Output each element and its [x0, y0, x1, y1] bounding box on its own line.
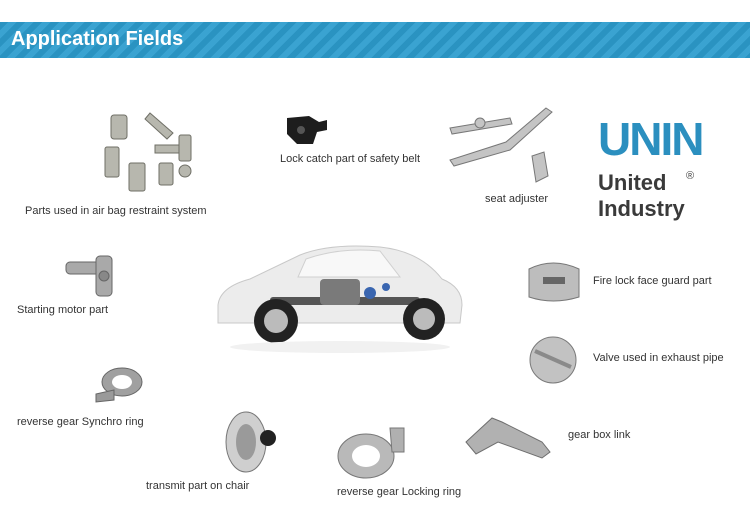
header-banner: Application Fields [0, 22, 750, 58]
transmit-part-label: transmit part on chair [146, 480, 250, 492]
brand-name-line1: United [598, 170, 667, 195]
registered-mark: ® [686, 170, 695, 182]
safety-belt-label: Lock catch part of safety belt [280, 153, 421, 165]
gear-box-link-image [465, 417, 551, 459]
starting-motor-image [65, 255, 113, 297]
safety-belt-lock-image [287, 116, 327, 144]
page-title: Application Fields [11, 28, 184, 50]
brand-logo: UNIN [598, 113, 704, 165]
locking-ring-label: reverse gear Locking ring [337, 486, 462, 498]
exhaust-valve-image [529, 336, 577, 384]
airbag-parts-image [104, 112, 192, 192]
starting-motor-label: Starting motor part [17, 304, 109, 316]
airbag-parts-label: Parts used in air bag restraint system [25, 205, 207, 217]
car-illustration [217, 245, 463, 353]
exhaust-valve-label: Valve used in exhaust pipe [593, 352, 724, 364]
fire-lock-image [528, 262, 580, 302]
locking-ring-image [337, 427, 405, 479]
fire-lock-label: Fire lock face guard part [593, 275, 712, 287]
brand-name-line2: Industry [598, 196, 685, 221]
gear-box-link-label: gear box link [568, 429, 631, 441]
synchro-ring-image [95, 367, 143, 403]
seat-adjuster-label: seat adjuster [485, 193, 548, 205]
synchro-ring-label: reverse gear Synchro ring [17, 416, 144, 428]
transmit-part-image [225, 411, 276, 473]
seat-adjuster-image [449, 107, 553, 183]
